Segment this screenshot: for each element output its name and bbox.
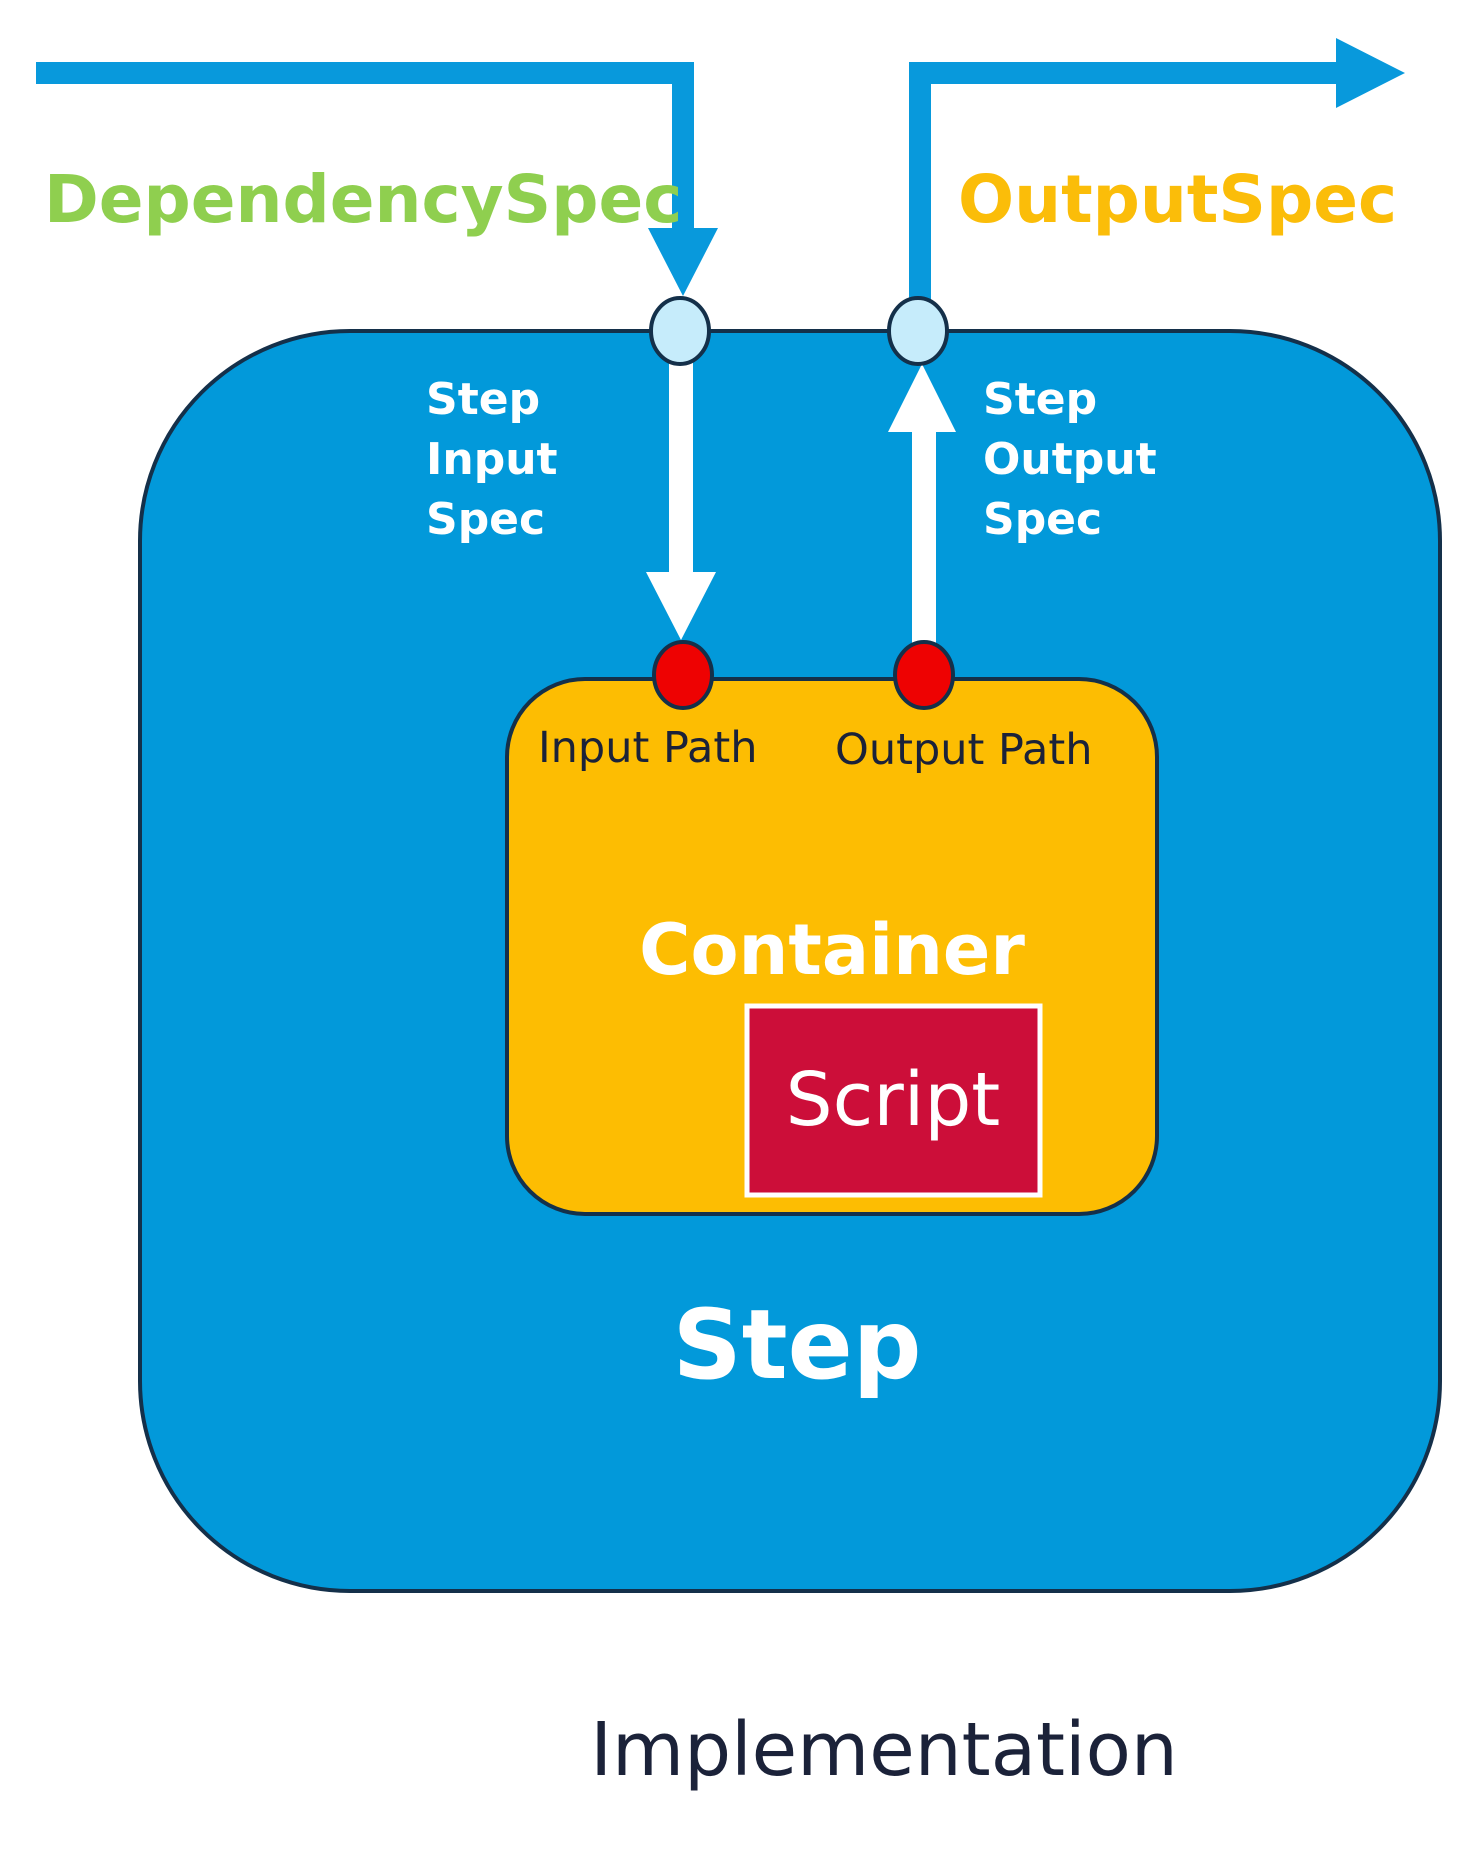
output-flow-arrow <box>909 38 1405 304</box>
step-input-arrow <box>646 362 716 640</box>
step-input-port <box>649 296 711 366</box>
step-label: Step <box>673 1289 922 1401</box>
step-input-arrow-shaft <box>669 362 693 576</box>
step-input-arrowhead <box>646 572 716 640</box>
step-input-spec-line-3: Spec <box>426 494 545 545</box>
container-label: Container <box>639 909 1025 991</box>
dependency-flow-line <box>36 62 694 232</box>
container-input-port <box>652 640 714 710</box>
output-flow-arrowhead <box>1336 38 1405 108</box>
step-output-spec-line-3: Spec <box>983 494 1102 545</box>
step-output-spec-line-2: Output <box>983 434 1157 485</box>
implementation-caption: Implementation <box>590 1707 1178 1793</box>
container-output-port <box>893 640 955 710</box>
step-output-port <box>887 296 949 366</box>
script-label: Script <box>786 1057 1001 1143</box>
input-path-label: Input Path <box>538 723 757 773</box>
step-output-arrow-shaft <box>912 428 936 650</box>
output-path-label: Output Path <box>835 725 1093 775</box>
step-output-arrow <box>888 364 956 650</box>
output-spec-label: OutputSpec <box>958 161 1397 238</box>
dependency-spec-label: DependencySpec <box>44 161 682 238</box>
dependency-flow-arrow <box>36 62 718 296</box>
step-input-spec-line-1: Step <box>426 374 540 425</box>
dependency-flow-arrowhead <box>648 228 718 296</box>
step-input-spec-line-2: Input <box>426 434 558 485</box>
step-output-arrowhead <box>888 364 956 432</box>
output-flow-line <box>909 62 1340 304</box>
step-output-spec-line-1: Step <box>983 374 1097 425</box>
script-box <box>744 1003 1043 1198</box>
